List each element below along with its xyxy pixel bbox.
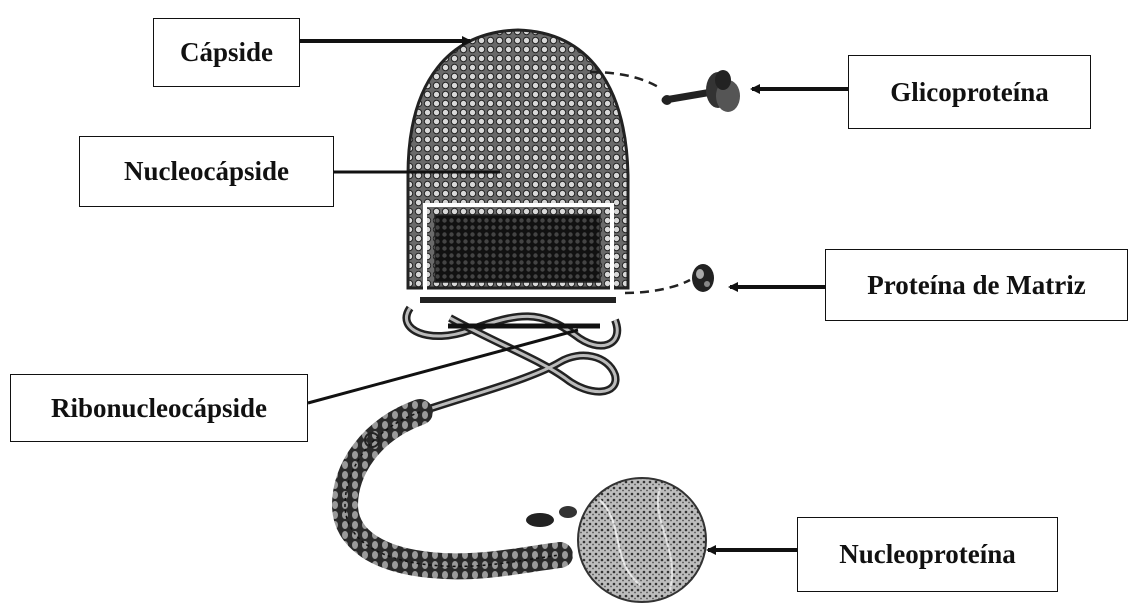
label-proteina-de-matriz: Proteína de Matriz — [825, 249, 1128, 321]
nucleoprotein-strand — [345, 412, 577, 566]
label-nucleoproteina: Nucleoproteína — [797, 517, 1058, 592]
label-capside: Cápside — [153, 18, 300, 87]
label-glicoproteina: Glicoproteína — [848, 55, 1091, 129]
capsid-shape — [408, 30, 628, 300]
label-ribonucleocapside: Ribonucleocápside — [10, 374, 308, 442]
ribonucleocapside-leader — [308, 330, 578, 403]
matrix-protein-icon — [692, 264, 714, 292]
matrix-dashed-connector — [625, 280, 690, 293]
glycoprotein-icon — [662, 70, 740, 112]
nucleoprotein-sphere — [578, 478, 706, 602]
ribonucleocapsid-loops — [406, 308, 617, 412]
label-nucleocapside: Nucleocápside — [79, 136, 334, 207]
